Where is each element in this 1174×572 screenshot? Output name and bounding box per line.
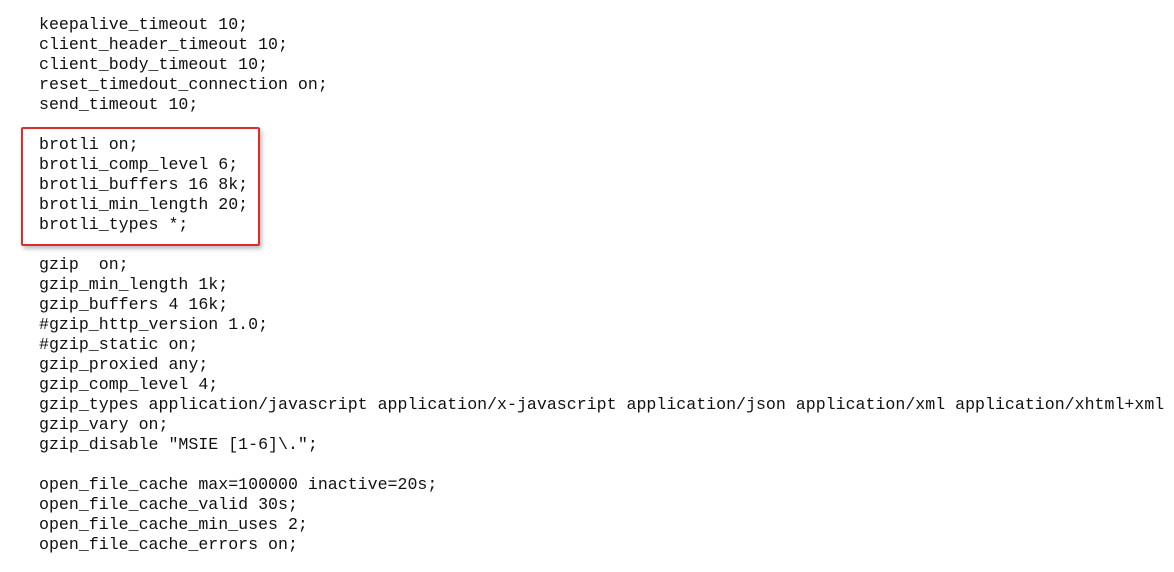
code-line-client-header-timeout: client_header_timeout 10; [39,35,288,54]
code-line-reset-timedout-connection: reset_timedout_connection on; [39,75,328,94]
code-line-brotli-buffers: brotli_buffers 16 8k; [39,175,249,194]
code-line-gzip-disable: gzip_disable "MSIE [1-6]\."; [39,435,318,454]
code-line-gzip-comp-level: gzip_comp_level 4; [39,375,219,394]
code-line-gzip-http-version: #gzip_http_version 1.0; [39,315,269,334]
code-line-gzip-min-length: gzip_min_length 1k; [39,275,229,294]
code-line-brotli-comp-level: brotli_comp_level 6; [39,155,239,174]
code-line-open-file-cache-errors: open_file_cache_errors on; [39,535,298,554]
code-line-brotli-min-length: brotli_min_length 20; [39,195,249,214]
code-line-gzip-types: gzip_types application/javascript applic… [39,395,1165,414]
code-line-gzip-buffers: gzip_buffers 4 16k; [39,295,229,314]
code-line-gzip-static: #gzip_static on; [39,335,199,354]
code-line-gzip: gzip on; [39,255,129,274]
code-line-send-timeout: send_timeout 10; [39,95,199,114]
code-line-open-file-cache-min-uses: open_file_cache_min_uses 2; [39,515,308,534]
code-line-keepalive-timeout: keepalive_timeout 10; [39,15,249,34]
code-line-client-body-timeout: client_body_timeout 10; [39,55,269,74]
code-line-open-file-cache-valid: open_file_cache_valid 30s; [39,495,298,514]
code-line-gzip-vary: gzip_vary on; [39,415,169,434]
code-line-gzip-proxied: gzip_proxied any; [39,355,209,374]
code-line-brotli: brotli on; [39,135,139,154]
code-line-brotli-types: brotli_types *; [39,215,189,234]
code-line-open-file-cache: open_file_cache max=100000 inactive=20s; [39,475,438,494]
highlight-box [21,127,260,246]
